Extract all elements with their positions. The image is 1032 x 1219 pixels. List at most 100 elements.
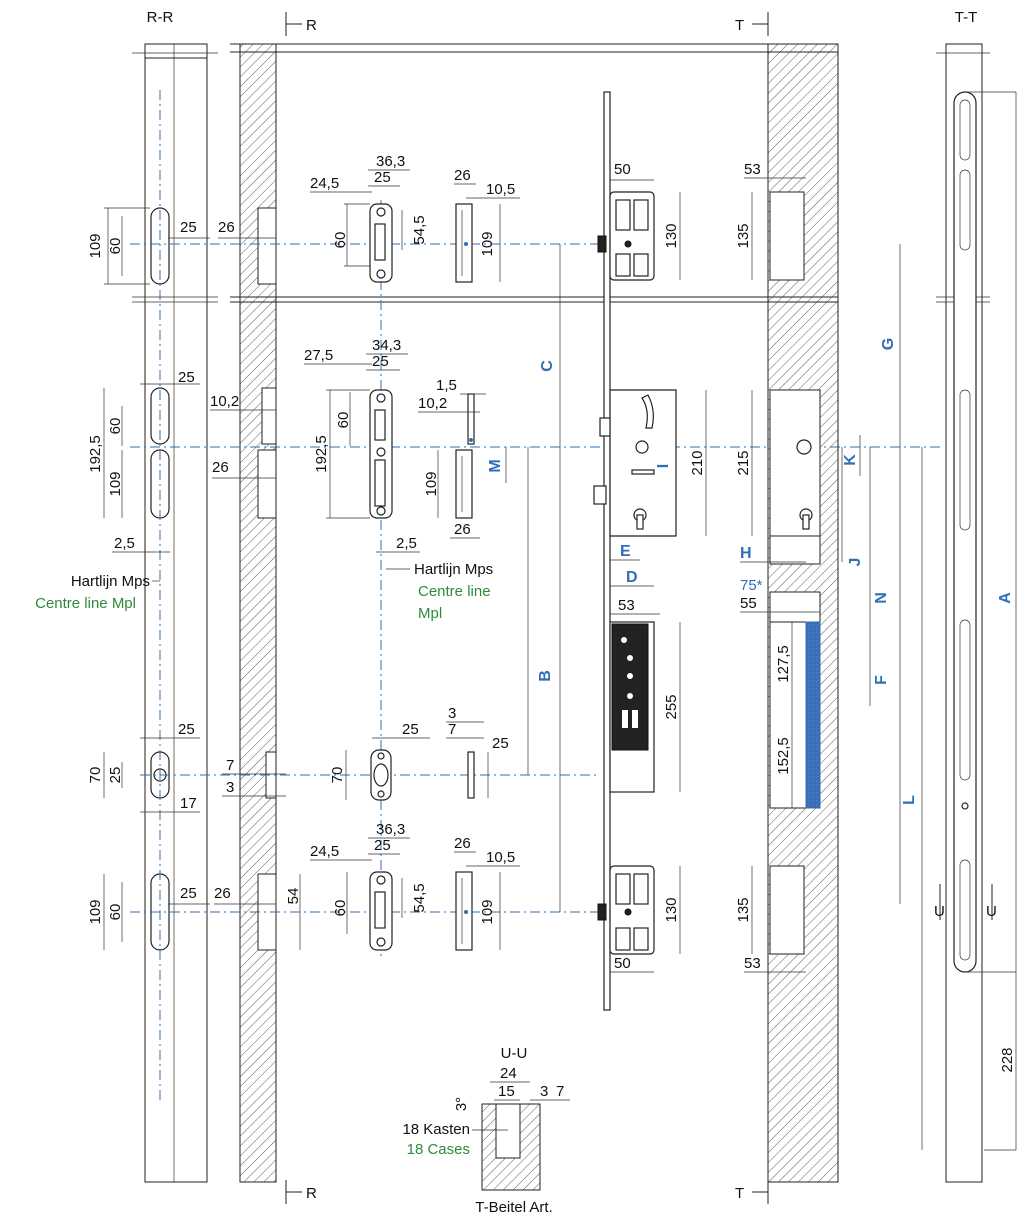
- section-mark-r-bottom: R: [285, 1180, 317, 1204]
- svg-text:192,5: 192,5: [313, 435, 330, 473]
- svg-text:109: 109: [107, 471, 124, 496]
- centre-line-label-right-2: Mpl: [418, 605, 442, 622]
- svg-text:E: E: [620, 543, 631, 560]
- section-mark-r-top: R: [285, 12, 317, 36]
- tt-profile: [936, 43, 1016, 1183]
- svg-text:135: 135: [735, 223, 752, 248]
- svg-text:3: 3: [448, 705, 456, 722]
- svg-text:D: D: [626, 569, 638, 586]
- strike-plate-top: 60 36,3 25 24,5 54,5: [310, 153, 428, 283]
- svg-text:26: 26: [454, 167, 471, 184]
- lock-plate-middle: 53 255: [609, 597, 681, 793]
- svg-text:T: T: [735, 1185, 744, 1202]
- svg-text:130: 130: [663, 223, 680, 248]
- svg-text:25: 25: [372, 353, 389, 370]
- hartlijn-label-left: Hartlijn Mps: [71, 573, 150, 590]
- frame-left: [239, 43, 277, 1183]
- kasten-label: 18 Kasten: [402, 1121, 470, 1138]
- svg-text:53: 53: [618, 597, 635, 614]
- svg-text:U: U: [934, 903, 945, 920]
- svg-text:24,5: 24,5: [310, 175, 339, 192]
- svg-text:H: H: [740, 545, 752, 562]
- svg-text:25: 25: [402, 721, 419, 738]
- aux-lock-bottom: 130 50: [597, 865, 681, 973]
- svg-text:60: 60: [107, 418, 124, 435]
- svg-text:36,3: 36,3: [376, 821, 405, 838]
- svg-text:7: 7: [556, 1083, 564, 1100]
- svg-text:F: F: [873, 675, 890, 685]
- strike-side-bottom: 26 10,5 109: [454, 835, 520, 951]
- svg-text:53: 53: [744, 955, 761, 972]
- svg-text:26: 26: [214, 885, 231, 902]
- svg-text:25: 25: [180, 219, 197, 236]
- svg-text:17: 17: [180, 795, 197, 812]
- cases-label: 18 Cases: [407, 1141, 470, 1158]
- svg-text:135: 135: [735, 897, 752, 922]
- svg-text:1,5: 1,5: [436, 377, 457, 394]
- strike-plate-bottom: 60 36,3 25 24,5 54,5: [310, 821, 428, 951]
- centre-line-label-right: Centre line: [418, 583, 491, 600]
- svg-text:54,5: 54,5: [411, 215, 428, 244]
- svg-text:C: C: [539, 360, 556, 372]
- door-dims: 53 135 215 H 75* 55 127,5 152,5 135 53: [735, 161, 820, 973]
- frame-dims: 26 10,2 26 7 3 26 54: [210, 219, 302, 950]
- svg-text:10,5: 10,5: [486, 181, 515, 198]
- svg-text:60: 60: [335, 412, 352, 429]
- svg-text:M: M: [487, 459, 504, 472]
- svg-text:A: A: [997, 592, 1014, 604]
- svg-text:54,5: 54,5: [411, 883, 428, 912]
- strike-plate-small: 70 25 3 7 25: [329, 705, 509, 801]
- svg-text:255: 255: [663, 694, 680, 719]
- svg-text:24,5: 24,5: [310, 843, 339, 860]
- svg-text:26: 26: [454, 521, 471, 538]
- svg-text:J: J: [847, 558, 864, 567]
- svg-text:109: 109: [479, 899, 496, 924]
- svg-text:L: L: [901, 795, 918, 805]
- section-tt-title: T-T: [955, 9, 978, 26]
- svg-text:U: U: [986, 903, 997, 920]
- rr-dims: 109 60 25 25 192,5 60 109 2,5 25 70 25 1…: [87, 207, 210, 950]
- svg-text:26: 26: [454, 835, 471, 852]
- svg-text:G: G: [880, 338, 897, 350]
- svg-text:3: 3: [540, 1083, 548, 1100]
- aux-lock-top: 50 130: [597, 161, 681, 281]
- svg-text:60: 60: [332, 900, 349, 917]
- svg-text:50: 50: [614, 161, 631, 178]
- svg-text:127,5: 127,5: [775, 645, 792, 683]
- svg-text:7: 7: [226, 757, 234, 774]
- centre-line-label-left: Centre line Mpl: [35, 595, 136, 612]
- svg-text:152,5: 152,5: [775, 737, 792, 775]
- section-rr-title: R-R: [147, 9, 174, 26]
- svg-text:60: 60: [107, 904, 124, 921]
- main-lock-case: 210: [593, 389, 707, 537]
- svg-text:109: 109: [423, 471, 440, 496]
- svg-text:25: 25: [178, 369, 195, 386]
- svg-text:60: 60: [332, 232, 349, 249]
- svg-text:25: 25: [374, 837, 391, 854]
- hartlijn-label-right: Hartlijn Mps: [414, 561, 493, 578]
- svg-text:26: 26: [218, 219, 235, 236]
- section-mark-t-top: T: [735, 12, 769, 36]
- svg-text:25: 25: [492, 735, 509, 752]
- svg-text:25: 25: [107, 767, 124, 784]
- svg-text:215: 215: [735, 450, 752, 475]
- door-section: [767, 43, 839, 1183]
- svg-text:I: I: [655, 464, 672, 468]
- t-beitel-label: T-Beitel Art.: [475, 1199, 553, 1216]
- svg-text:10,2: 10,2: [418, 395, 447, 412]
- svg-text:228: 228: [999, 1047, 1016, 1072]
- strike-side-main: 1,5 10,2 109 26: [418, 377, 486, 539]
- svg-text:N: N: [873, 592, 890, 604]
- svg-text:25: 25: [180, 885, 197, 902]
- svg-text:2,5: 2,5: [114, 535, 135, 552]
- svg-text:34,3: 34,3: [372, 337, 401, 354]
- letter-dims-door: G K J N F L A 228: [841, 92, 1017, 1150]
- section-mark-t-bottom: T: [735, 1180, 769, 1204]
- uu-detail: U-U 24 15 3 7 3° 18 Kasten 18 Cases T-Be…: [402, 1045, 570, 1216]
- svg-text:3°: 3°: [453, 1097, 470, 1111]
- svg-text:10,2: 10,2: [210, 393, 239, 410]
- svg-text:109: 109: [87, 233, 104, 258]
- svg-text:53: 53: [744, 161, 761, 178]
- strike-plate-main: 192,5 60 34,3 25 27,5 2,5: [304, 337, 420, 553]
- svg-text:109: 109: [479, 231, 496, 256]
